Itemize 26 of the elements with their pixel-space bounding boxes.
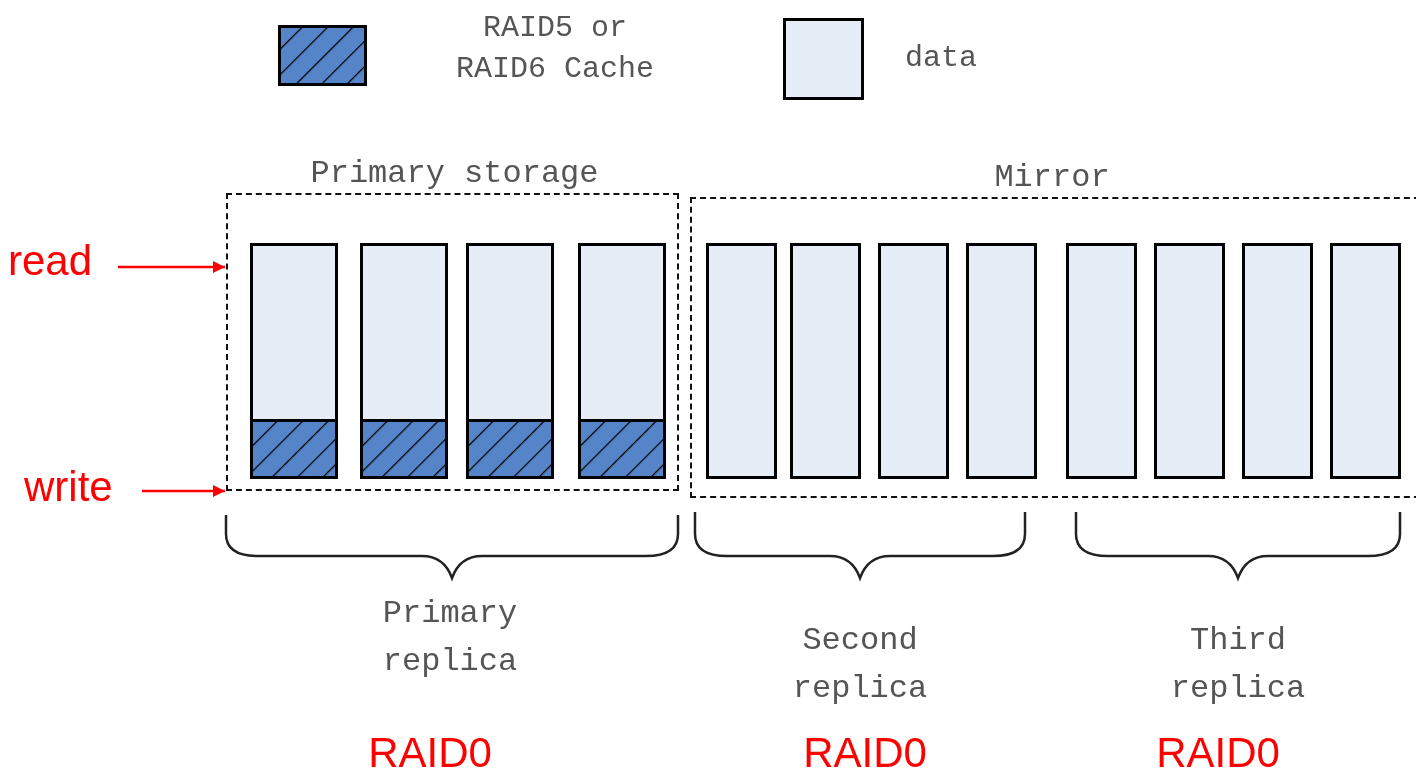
disk-column (1330, 243, 1401, 479)
group-title: Mirror (993, 158, 1111, 198)
disk-column (878, 243, 949, 479)
disk-column (1242, 243, 1313, 479)
replica-label: Second replica (791, 621, 929, 709)
replica-label: Primary replica (381, 594, 519, 682)
raid-level-label: RAID0 (802, 732, 928, 774)
disk-column (1154, 243, 1225, 479)
signal-label: read (8, 240, 108, 288)
replica-label: Third replica (1169, 621, 1307, 709)
disk-column (1066, 243, 1137, 479)
legend-label: data (905, 40, 978, 77)
disk-column (578, 243, 666, 479)
disk-column (466, 243, 554, 479)
disk-column (790, 243, 861, 479)
raid-level-label: RAID0 (1155, 732, 1281, 774)
disk-column (966, 243, 1037, 479)
group-title: Primary storage (309, 154, 600, 194)
arrow (118, 260, 225, 274)
raid-level-label: RAID0 (367, 732, 493, 774)
legend-label: RAID5 or RAID6 Cache (454, 10, 655, 88)
disk-column (706, 243, 777, 479)
disk-column (250, 243, 338, 479)
signal-label: write (24, 466, 132, 514)
disk-column (360, 243, 448, 479)
arrow (142, 484, 225, 498)
